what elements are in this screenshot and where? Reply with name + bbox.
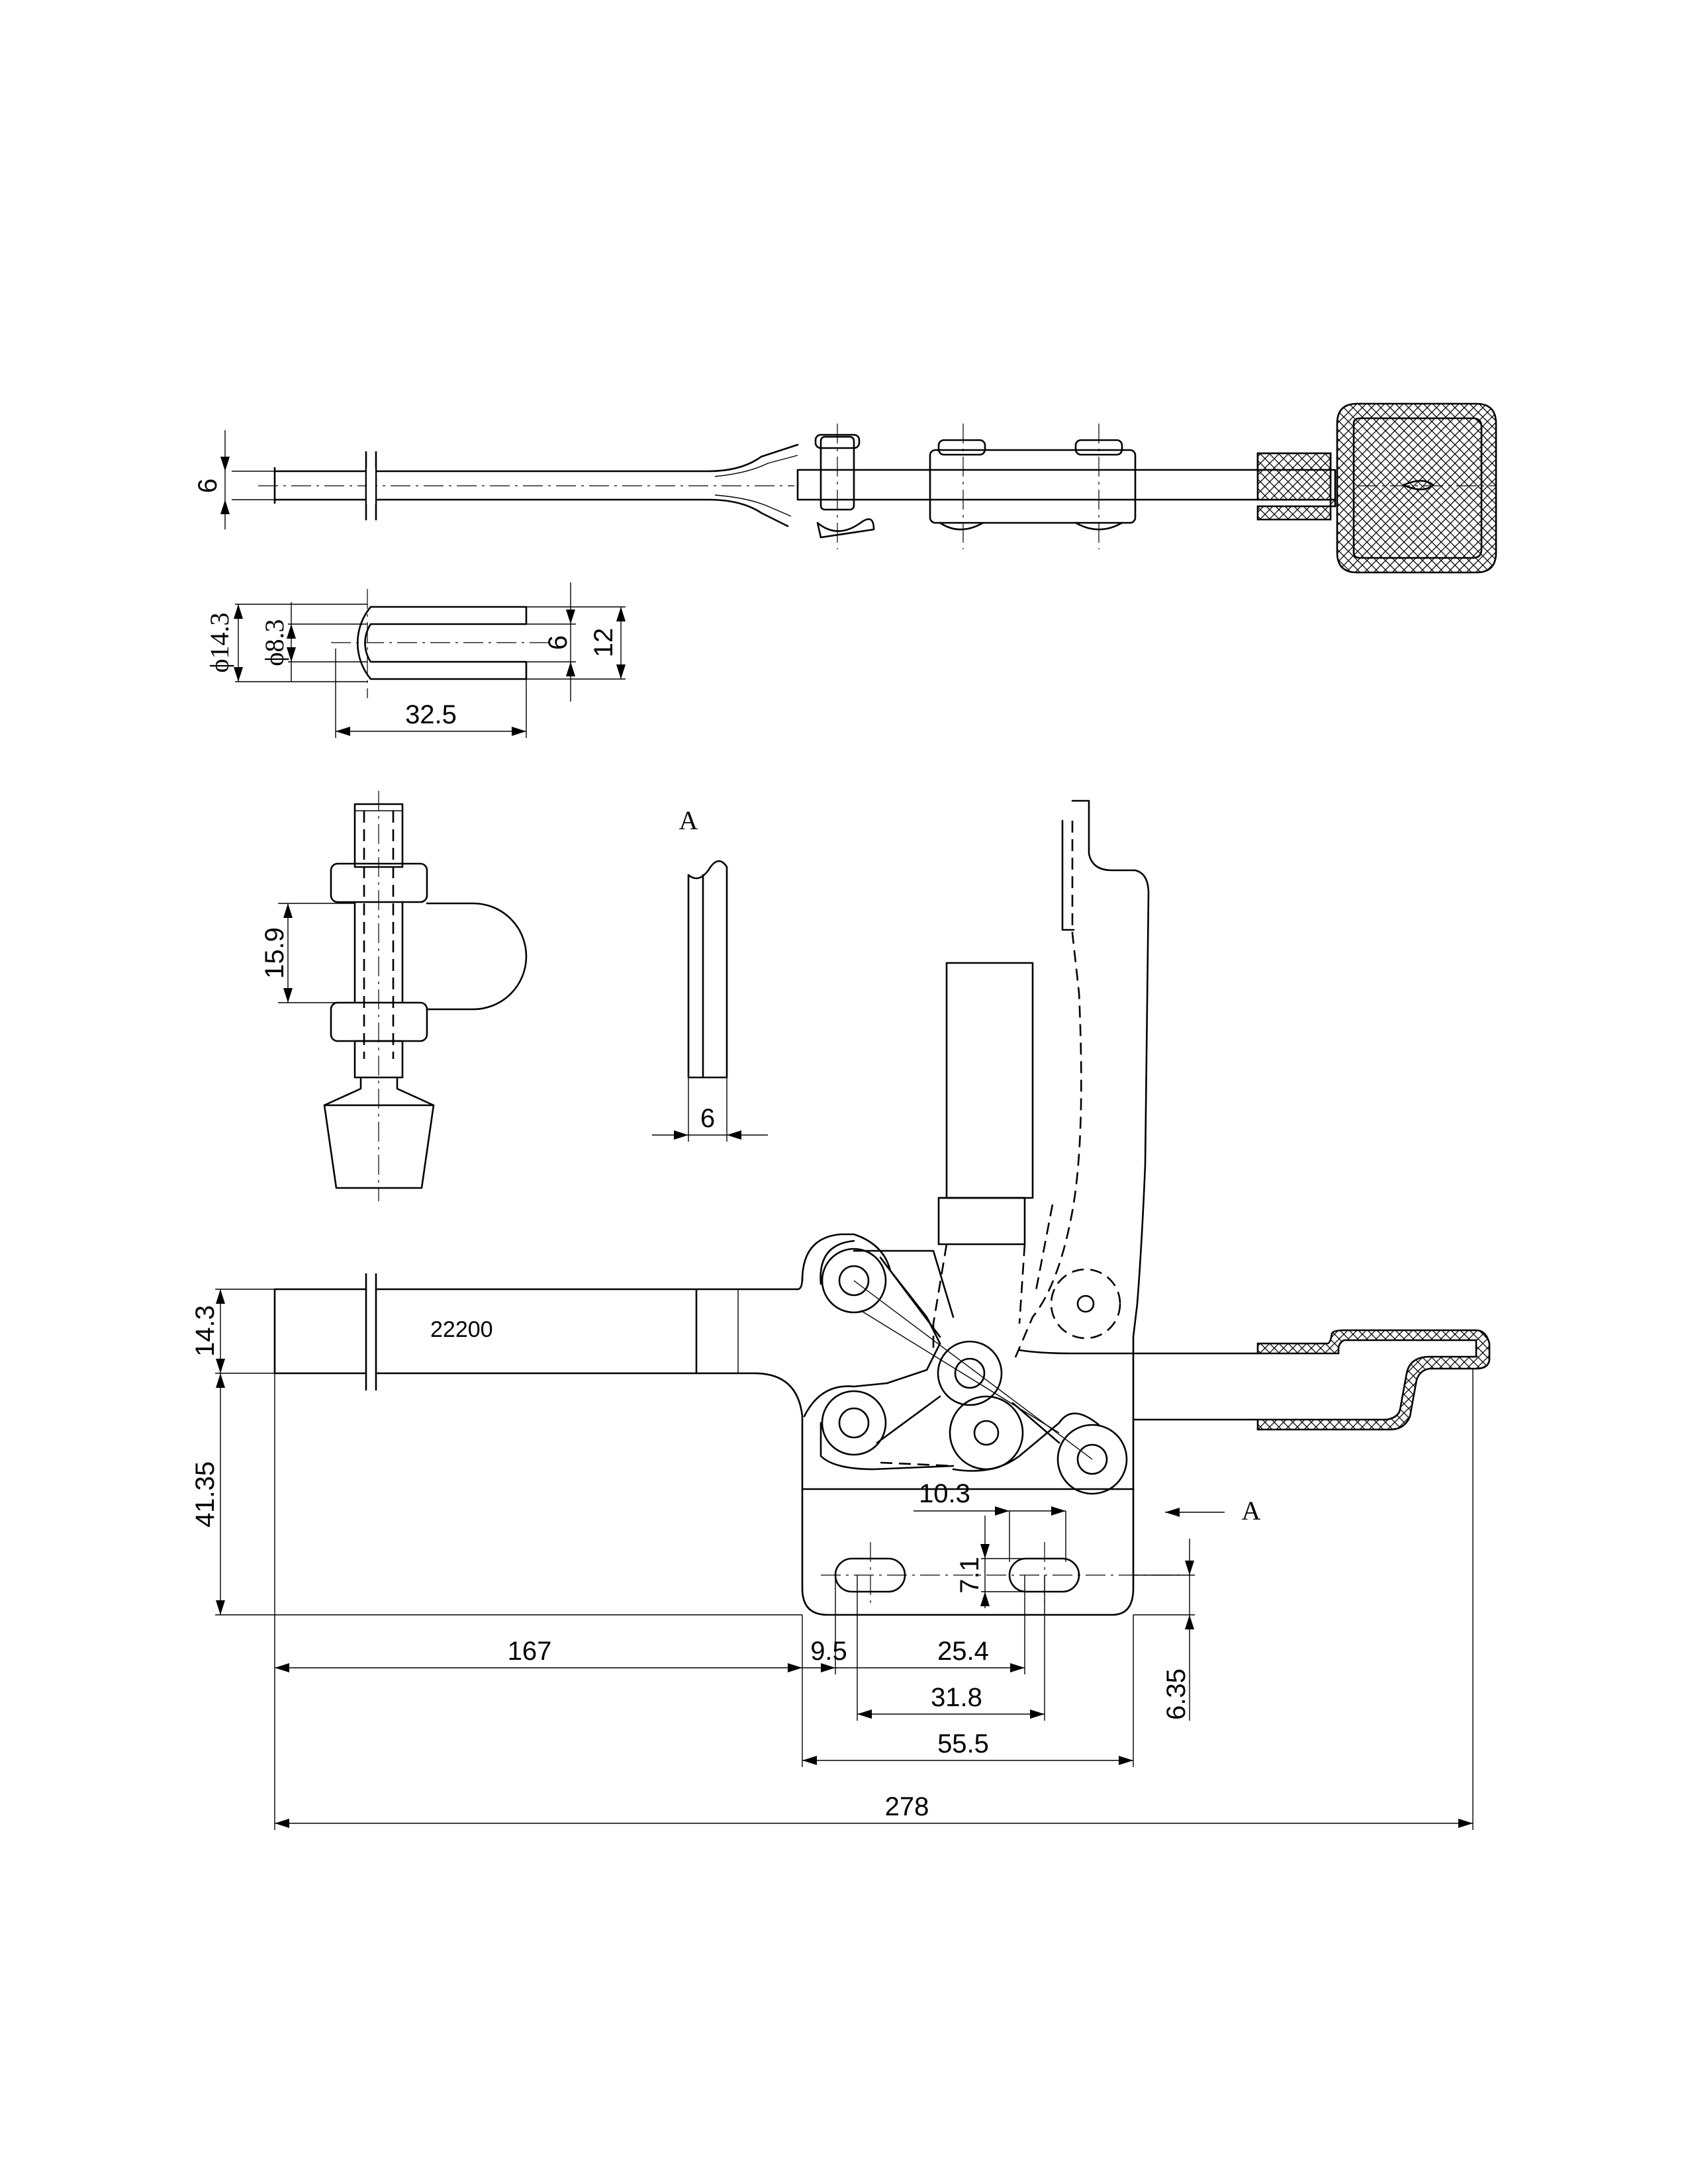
dim-label: 6.35 (1162, 1668, 1191, 1720)
dim-label: 7.1 (955, 1557, 984, 1594)
dim-label: 55.5 (937, 1729, 989, 1758)
dim-label: 31.8 (931, 1683, 982, 1712)
dim-label: 6 (700, 1104, 715, 1133)
spindle-detail: 15.9 (260, 791, 528, 1201)
dim-label: 41.35 (191, 1461, 220, 1527)
dim-label: 32.5 (405, 700, 457, 729)
dim-top-thickness: 6 (193, 430, 275, 529)
dim-label: 15.9 (260, 927, 289, 979)
part-number: 22200 (430, 1317, 493, 1342)
top-view (258, 402, 1497, 574)
section-label: A (679, 805, 698, 835)
dim-label: 10.3 (919, 1479, 970, 1508)
clevis-detail: ϕ14.3 ϕ8.3 6 12 32.5 (205, 582, 626, 738)
dim-label: 12 (589, 628, 618, 658)
dim-label: 14.3 (191, 1305, 220, 1357)
dim-label: 6 (543, 635, 573, 650)
dim-label: ϕ8.3 (259, 619, 289, 666)
dim-label: 6 (193, 478, 222, 493)
section-label: A (1242, 1496, 1261, 1525)
front-dimensions: 14.3 41.35 167 9.5 25.4 31.8 (191, 1289, 1474, 1830)
dim-label: ϕ14.3 (205, 612, 234, 672)
dim-label: 278 (885, 1792, 929, 1821)
dim-label: 25.4 (937, 1637, 989, 1666)
dim-label: 167 (508, 1637, 552, 1666)
dim-label: 9.5 (810, 1637, 847, 1666)
section-a-detail: A 6 (652, 805, 768, 1142)
front-view: 22200 (273, 799, 1491, 1616)
